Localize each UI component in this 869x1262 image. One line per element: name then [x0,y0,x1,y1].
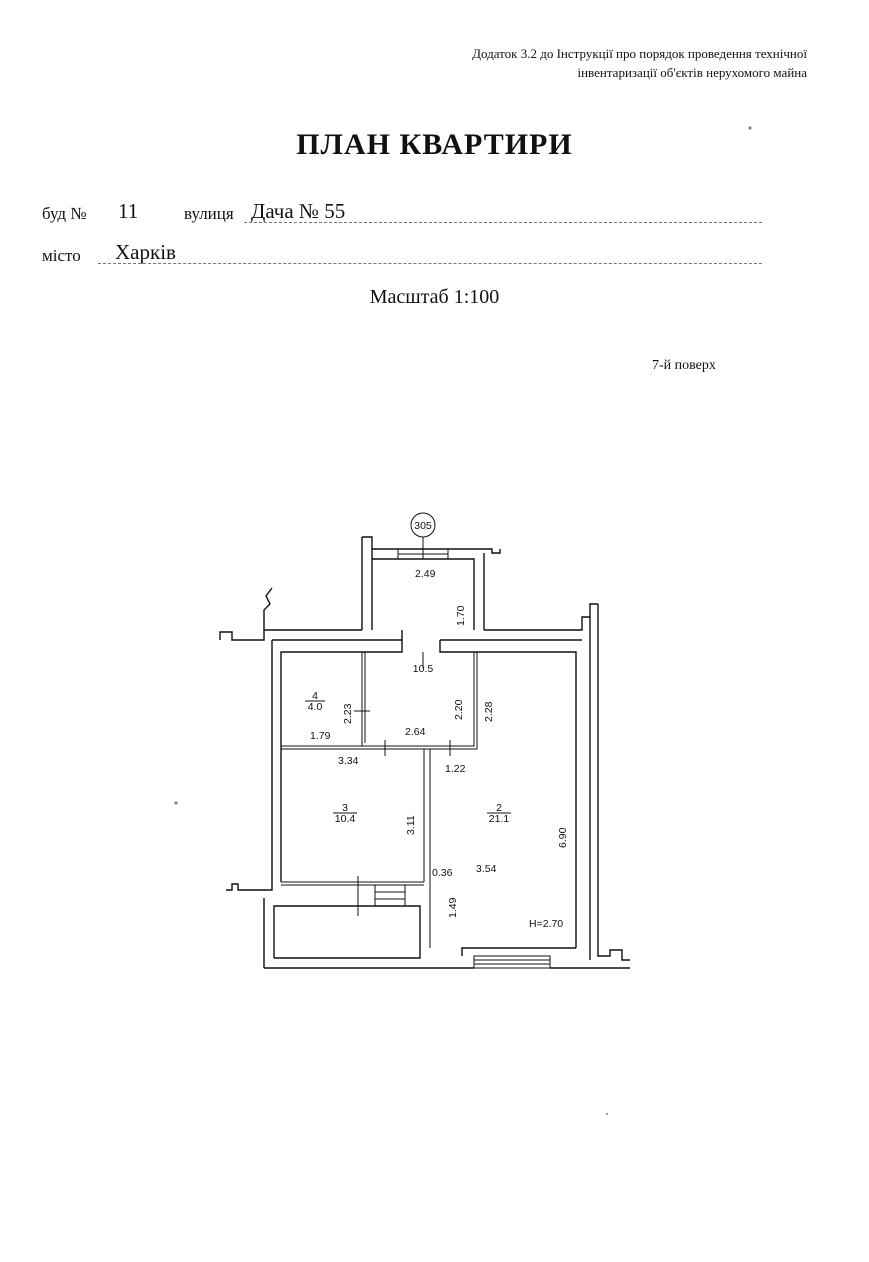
appendix-note: Додаток 3.2 до Інструкції про порядок пр… [387,44,807,82]
dim-2-64: 2.64 [405,726,426,738]
dim-1-49: 1.49 [447,897,459,918]
dim-3-34: 3.34 [338,755,359,767]
dim-1-70: 1.70 [455,605,467,626]
room-2-area: 21.1 [489,813,510,825]
room-4-number: 4 [312,690,318,702]
appendix-line-2: інвентаризації об'єктів нерухомого майна [577,65,807,80]
street-label: вулиця [184,204,234,223]
city-value: Харків [115,240,176,264]
room-2-number: 2 [496,802,502,814]
room-labels: 10.5 4 4.0 3 10.4 2 21.1 H=2.70 [305,663,563,930]
city-label: місто [42,246,81,265]
floor-label: 7-й поверх [652,358,716,373]
appendix-line-1: Додаток 3.2 до Інструкції про порядок пр… [472,46,807,61]
building-label: буд № [42,204,87,223]
partitions [281,652,478,948]
axis-marker-label: 305 [414,520,432,532]
room-3-area: 10.4 [335,813,356,825]
page-title: ПЛАН КВАРТИРИ [296,128,573,161]
scale-label: Масштаб 1:100 [369,286,500,308]
dim-0-36: 0.36 [432,867,453,879]
dim-2-23: 2.23 [342,703,354,724]
outer-walls [219,536,630,969]
street-underline [244,222,762,223]
building-number: 11 [118,199,139,223]
room-hall-area: 10.5 [413,663,434,675]
dim-1-79: 1.79 [310,730,331,742]
street-value: Дача № 55 [251,199,346,223]
dim-2-28: 2.28 [483,701,495,722]
city-underline [98,263,762,264]
dim-1-22: 1.22 [445,763,466,775]
dim-2-20: 2.20 [453,699,465,720]
axis-marker: 305 [410,512,436,559]
dim-2-49: 2.49 [415,568,436,580]
dim-3-54: 3.54 [476,863,497,875]
room-3-number: 3 [342,802,348,814]
windows [374,548,551,969]
ceiling-height: H=2.70 [529,918,563,930]
dimensions: 2.49 1.70 2.23 2.20 2.28 1.79 2.64 3.34 … [310,568,569,918]
dim-6-90: 6.90 [557,827,569,848]
room-4-area: 4.0 [308,701,323,713]
dim-3-11: 3.11 [405,815,417,835]
